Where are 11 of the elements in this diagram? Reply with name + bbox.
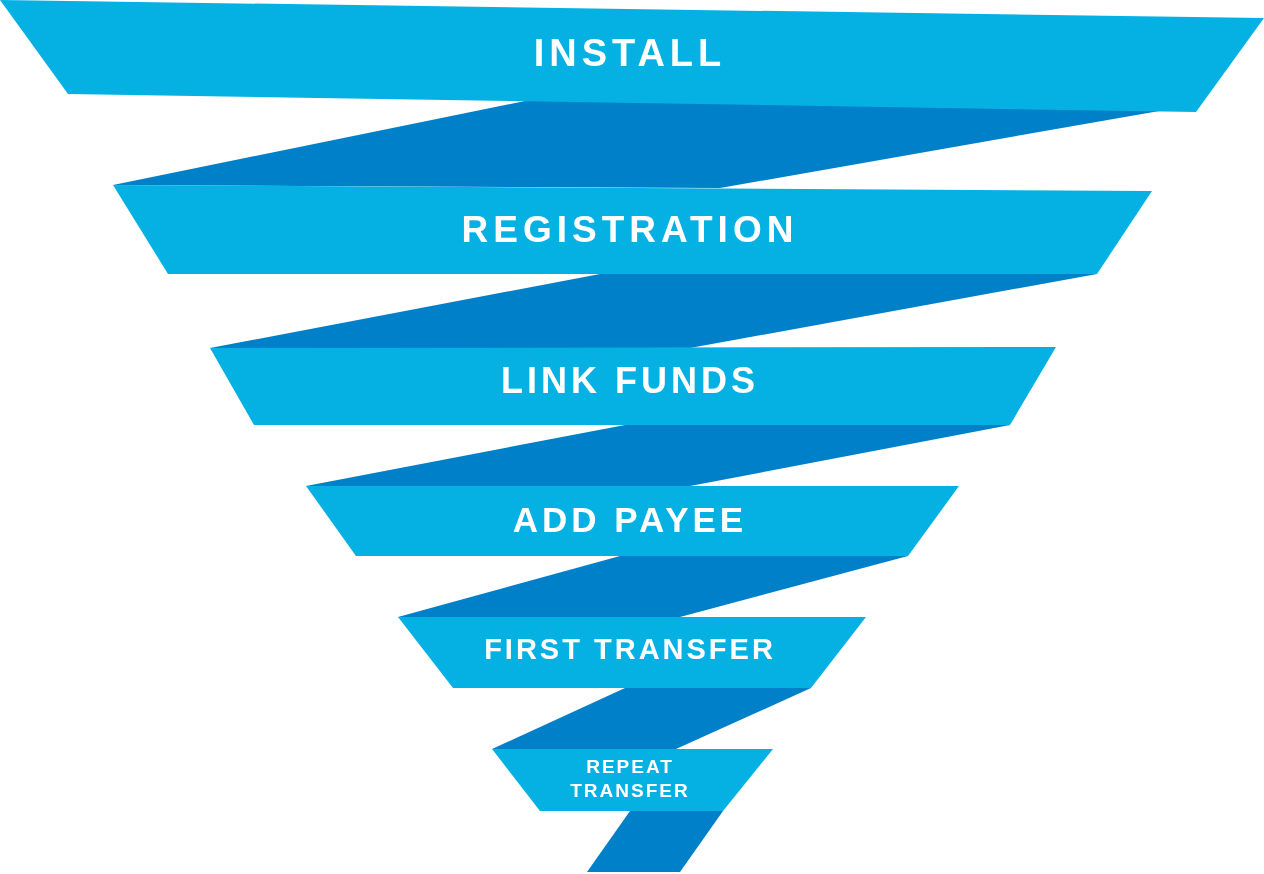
ribbon-connector: [306, 425, 1010, 486]
ribbon-connector: [587, 811, 723, 872]
stage-label: FIRST TRANSFER: [483, 632, 777, 667]
ribbon-connector: [492, 688, 811, 749]
stage-label: REPEAT TRANSFER: [569, 755, 691, 803]
ribbon-connector: [210, 274, 1097, 348]
stage-label: ADD PAYEE: [511, 499, 749, 541]
stage-label: REGISTRATION: [460, 208, 800, 252]
stage-label: INSTALL: [532, 31, 728, 76]
stage-label: LINK FUNDS: [500, 359, 760, 403]
ribbon-connector: [398, 556, 908, 617]
